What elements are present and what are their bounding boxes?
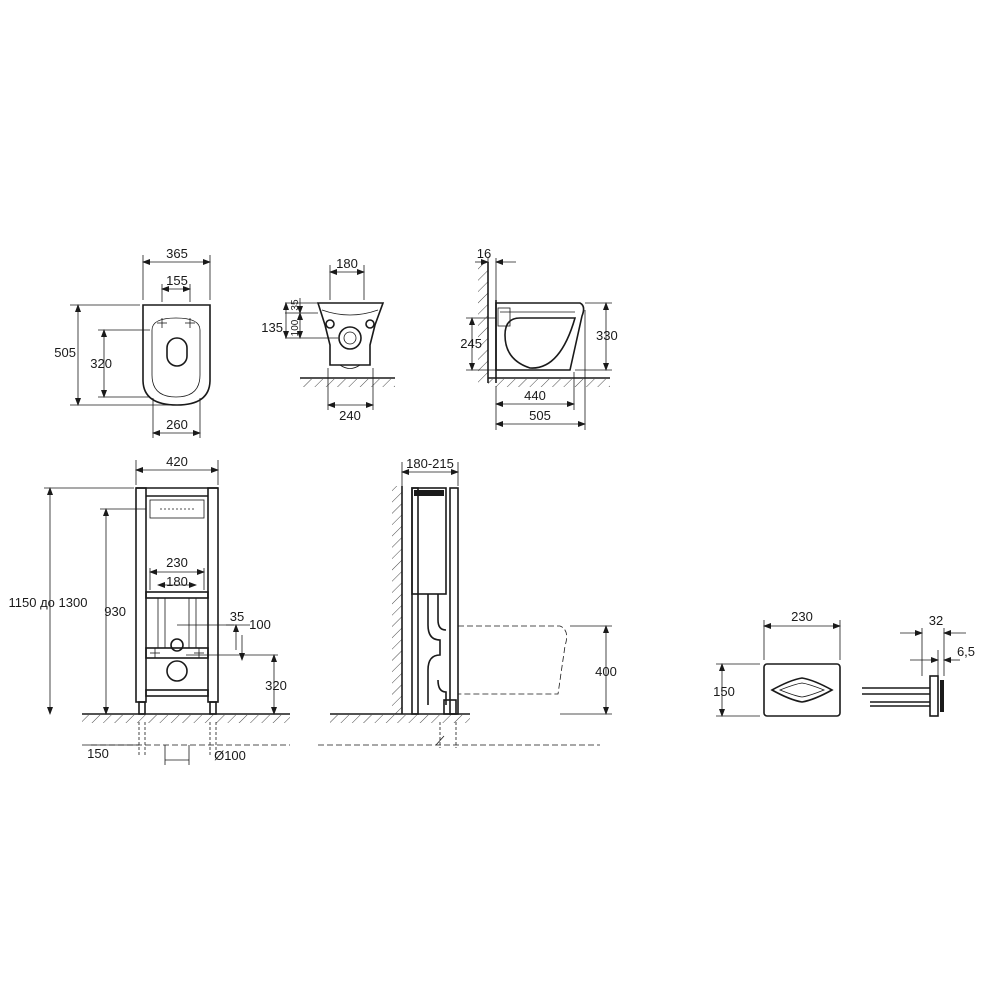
bowl-rear-view: 180 35 100 135 240 [261,256,395,423]
bowl-top-view: 365 155 505 320 260 [54,246,211,438]
plate-width-label: 230 [791,609,813,624]
plate-thickness-label: 6,5 [957,644,975,659]
frame-side-view: 180-215 400 [318,456,617,748]
side-total-depth-label: 505 [529,408,551,423]
rear-offset-top-label: 35 [290,299,301,311]
frame-foot-offset-label: 150 [87,746,109,761]
frame-bracket-inner-label: 180 [166,574,188,589]
bowl-hole-spacing-label: 155 [166,273,188,288]
frame-depth-range-label: 180-215 [406,456,454,471]
flush-plate: 230 150 32 6,5 [713,609,975,717]
side-inlet-height-label: 245 [460,336,482,351]
bowl-length-label: 505 [54,345,76,360]
bowl-side-view: 16 245 330 440 505 [460,246,618,430]
rear-pipe-offset-label: 100 [290,319,301,336]
side-wall-gap-label: 16 [477,246,491,261]
frame-front-view: 420 1150 до 1300 930 230 180 35 100 320 … [9,454,290,765]
frame-bracket-height-label: 930 [104,604,126,619]
plate-height-label: 150 [713,684,735,699]
bowl-back-width-label: 260 [166,417,188,432]
plate-depth-label: 32 [929,613,943,628]
frame-bracket-outer-label: 230 [166,555,188,570]
frame-width-label: 420 [166,454,188,469]
frame-inlet-pitch-label: 100 [249,617,271,632]
frame-inlet-offset-label: 35 [230,609,244,624]
frame-bowl-mount-height-label: 400 [595,664,617,679]
frame-drain-height-label: 320 [265,678,287,693]
bowl-length-to-holes-label: 320 [90,356,112,371]
rear-bottom-width-label: 240 [339,408,361,423]
frame-total-height-label: 1150 до 1300 [9,595,88,610]
side-inner-depth-label: 440 [524,388,546,403]
rear-top-width-label: 180 [336,256,358,271]
side-bowl-height-label: 330 [596,328,618,343]
frame-drain-diameter-label: Ø100 [214,748,246,763]
bowl-top-width-label: 365 [166,246,188,261]
rear-height-label: 135 [261,320,283,335]
